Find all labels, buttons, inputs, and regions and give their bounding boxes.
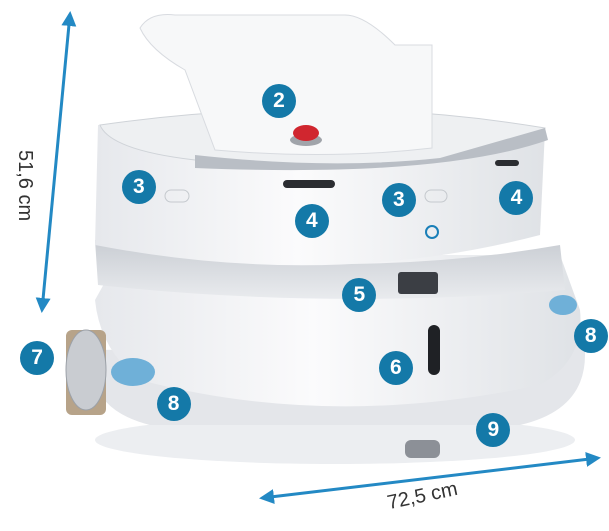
- left-sensor: [164, 189, 190, 203]
- caster-wheel-right: [549, 295, 577, 315]
- callout-marker-5: 5: [342, 278, 377, 313]
- camera-module: [398, 272, 438, 294]
- middle-band: [95, 240, 565, 299]
- top-rim-edge: [195, 128, 548, 171]
- side-lidar-slot: [495, 160, 519, 166]
- drive-wheel: [65, 329, 107, 411]
- callout-marker-8: 8: [156, 386, 191, 421]
- callout-marker-3: 3: [381, 182, 416, 217]
- estop-button[interactable]: [293, 125, 319, 141]
- height-label: 51,6 cm: [14, 150, 36, 222]
- right-sensor: [424, 189, 448, 203]
- width-arrow: [259, 451, 601, 505]
- front-lidar-slot: [283, 180, 335, 188]
- callout-marker-7: 7: [20, 340, 55, 375]
- callout-marker-4: 4: [294, 203, 329, 238]
- callout-marker-8: 8: [573, 319, 608, 354]
- height-arrow: [35, 11, 77, 313]
- status-panel: [428, 325, 440, 375]
- caster-wheel-left: [111, 358, 155, 386]
- brand-logo-icon: [425, 225, 439, 239]
- callout-marker-4: 4: [499, 180, 534, 215]
- callout-marker-9: 9: [476, 412, 511, 447]
- callout-marker-2: 2: [261, 83, 296, 118]
- bottom-caster: [405, 440, 440, 458]
- callout-marker-3: 3: [121, 169, 156, 204]
- callout-marker-6: 6: [378, 351, 413, 386]
